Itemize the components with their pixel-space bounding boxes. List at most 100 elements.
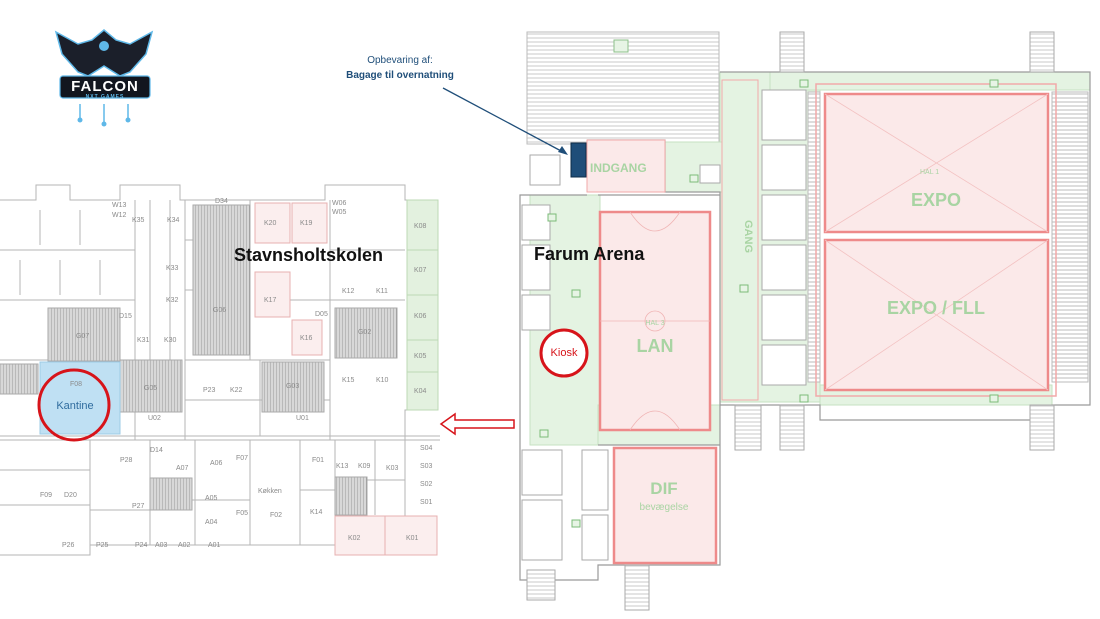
luggage-storage-marker[interactable] <box>570 142 587 178</box>
logo-subtitle: NXT GAMES <box>85 94 125 100</box>
label-k31: K31 <box>137 337 150 344</box>
label-k12: K12 <box>342 288 355 295</box>
court-markings <box>600 211 710 431</box>
dif-hall <box>612 446 718 565</box>
label-k07: K07 <box>414 267 427 274</box>
label-g06: G06 <box>213 307 226 314</box>
label-k05: K05 <box>414 353 427 360</box>
label-k03: K03 <box>386 465 399 472</box>
label-k30: K30 <box>164 337 177 344</box>
label-k11: K11 <box>376 288 388 295</box>
label-g05: G05 <box>144 385 157 392</box>
label-f09: F09 <box>40 492 52 499</box>
hal3-label: HAL 3 <box>645 320 664 327</box>
label-k33: K33 <box>166 265 179 272</box>
stair-towers <box>526 31 1055 611</box>
gang-corridor <box>721 79 759 401</box>
kantine-highlight-circle <box>37 368 111 442</box>
label-k04: K04 <box>414 388 427 395</box>
gang-label: GANG <box>742 220 754 253</box>
school-pink-rooms <box>254 202 438 556</box>
room-g08-dark <box>0 363 39 395</box>
hall-1-outline <box>815 83 1057 397</box>
logo-name: FALCON <box>71 78 139 95</box>
label-f07: F07 <box>236 455 248 462</box>
label-w12: W12 <box>112 212 127 219</box>
room-g02 <box>334 307 398 359</box>
label-f02: F02 <box>270 512 282 519</box>
label-k09: K09 <box>358 463 371 470</box>
label-p25: P25 <box>96 542 109 549</box>
label-f01: F01 <box>312 457 324 464</box>
label-k01: K01 <box>406 535 419 542</box>
label-k06: K06 <box>414 313 427 320</box>
label-s04: S04 <box>420 445 433 452</box>
lan-label: LAN <box>637 336 674 356</box>
label-k32: K32 <box>166 297 179 304</box>
label-a05: A05 <box>205 495 218 502</box>
label-k17: K17 <box>264 297 277 304</box>
school-title: Stavnsholtskolen <box>234 245 384 265</box>
label-k22: K22 <box>230 387 243 394</box>
green-wing <box>406 199 439 411</box>
falcon-logo <box>54 29 154 127</box>
kantine-room <box>39 361 121 435</box>
room-g-right <box>334 476 368 516</box>
label-p24: P24 <box>135 542 148 549</box>
label-k15: K15 <box>342 377 355 384</box>
label-k08: K08 <box>414 223 427 230</box>
label-d14: D14 <box>150 447 163 454</box>
label-p26: P26 <box>62 542 75 549</box>
kiosk-highlight-circle <box>539 328 589 378</box>
label-s03: S03 <box>420 463 433 470</box>
label-k02: K02 <box>348 535 361 542</box>
annotation-line1: Opbevaring af: <box>367 55 433 66</box>
school-room-labels: K35 K34 K33 K32 K31 K30 K20 K19 K17 K16 … <box>40 198 433 549</box>
label-g02: G02 <box>358 329 371 336</box>
label-p28: P28 <box>120 457 133 464</box>
bleachers-right <box>1051 91 1089 383</box>
room-g01 <box>149 477 193 511</box>
expo-label: EXPO <box>911 190 961 210</box>
room-g07 <box>47 307 121 362</box>
arena-title: Farum Arena <box>534 244 645 264</box>
hal1-label: HAL 1 <box>920 169 939 176</box>
label-p23: P23 <box>203 387 216 394</box>
annotation-pointer-head <box>558 146 568 155</box>
expo-fll-label: EXPO / FLL <box>887 298 985 318</box>
label-a04: A04 <box>205 519 218 526</box>
label-s01: S01 <box>420 499 433 506</box>
bleachers-left <box>807 91 821 383</box>
label-k16: K16 <box>300 335 313 342</box>
label-kokken: Køkken <box>258 488 282 495</box>
label-f05: F05 <box>236 510 248 517</box>
room-g03 <box>261 361 325 413</box>
label-d20: D20 <box>64 492 77 499</box>
annotation-pointer-line <box>442 87 564 153</box>
label-u02: U02 <box>148 415 161 422</box>
label-f08: F08 <box>70 381 82 388</box>
label-d34: D34 <box>215 198 228 205</box>
label-d15: D15 <box>119 313 132 320</box>
label-g07: G07 <box>76 333 89 340</box>
label-a03: A03 <box>155 542 168 549</box>
label-a06: A06 <box>210 460 223 467</box>
dif-sub-label: bevægelse <box>640 502 689 513</box>
direction-arrow <box>439 412 515 436</box>
dif-label: DIF <box>650 479 677 498</box>
label-a01: A01 <box>208 542 221 549</box>
indgang-area <box>586 139 666 193</box>
room-g05 <box>119 359 183 413</box>
label-w06: W06 <box>332 200 347 207</box>
label-a02: A02 <box>178 542 191 549</box>
kantine-label: Kantine <box>56 400 94 412</box>
room-g06 <box>192 204 251 356</box>
label-a07: A07 <box>176 465 189 472</box>
label-g03: G03 <box>286 383 299 390</box>
label-k19: K19 <box>300 220 313 227</box>
label-k34: K34 <box>167 217 180 224</box>
label-d05: D05 <box>315 311 328 318</box>
indgang-label: INDGANG <box>590 161 647 175</box>
label-k14: K14 <box>310 509 323 516</box>
